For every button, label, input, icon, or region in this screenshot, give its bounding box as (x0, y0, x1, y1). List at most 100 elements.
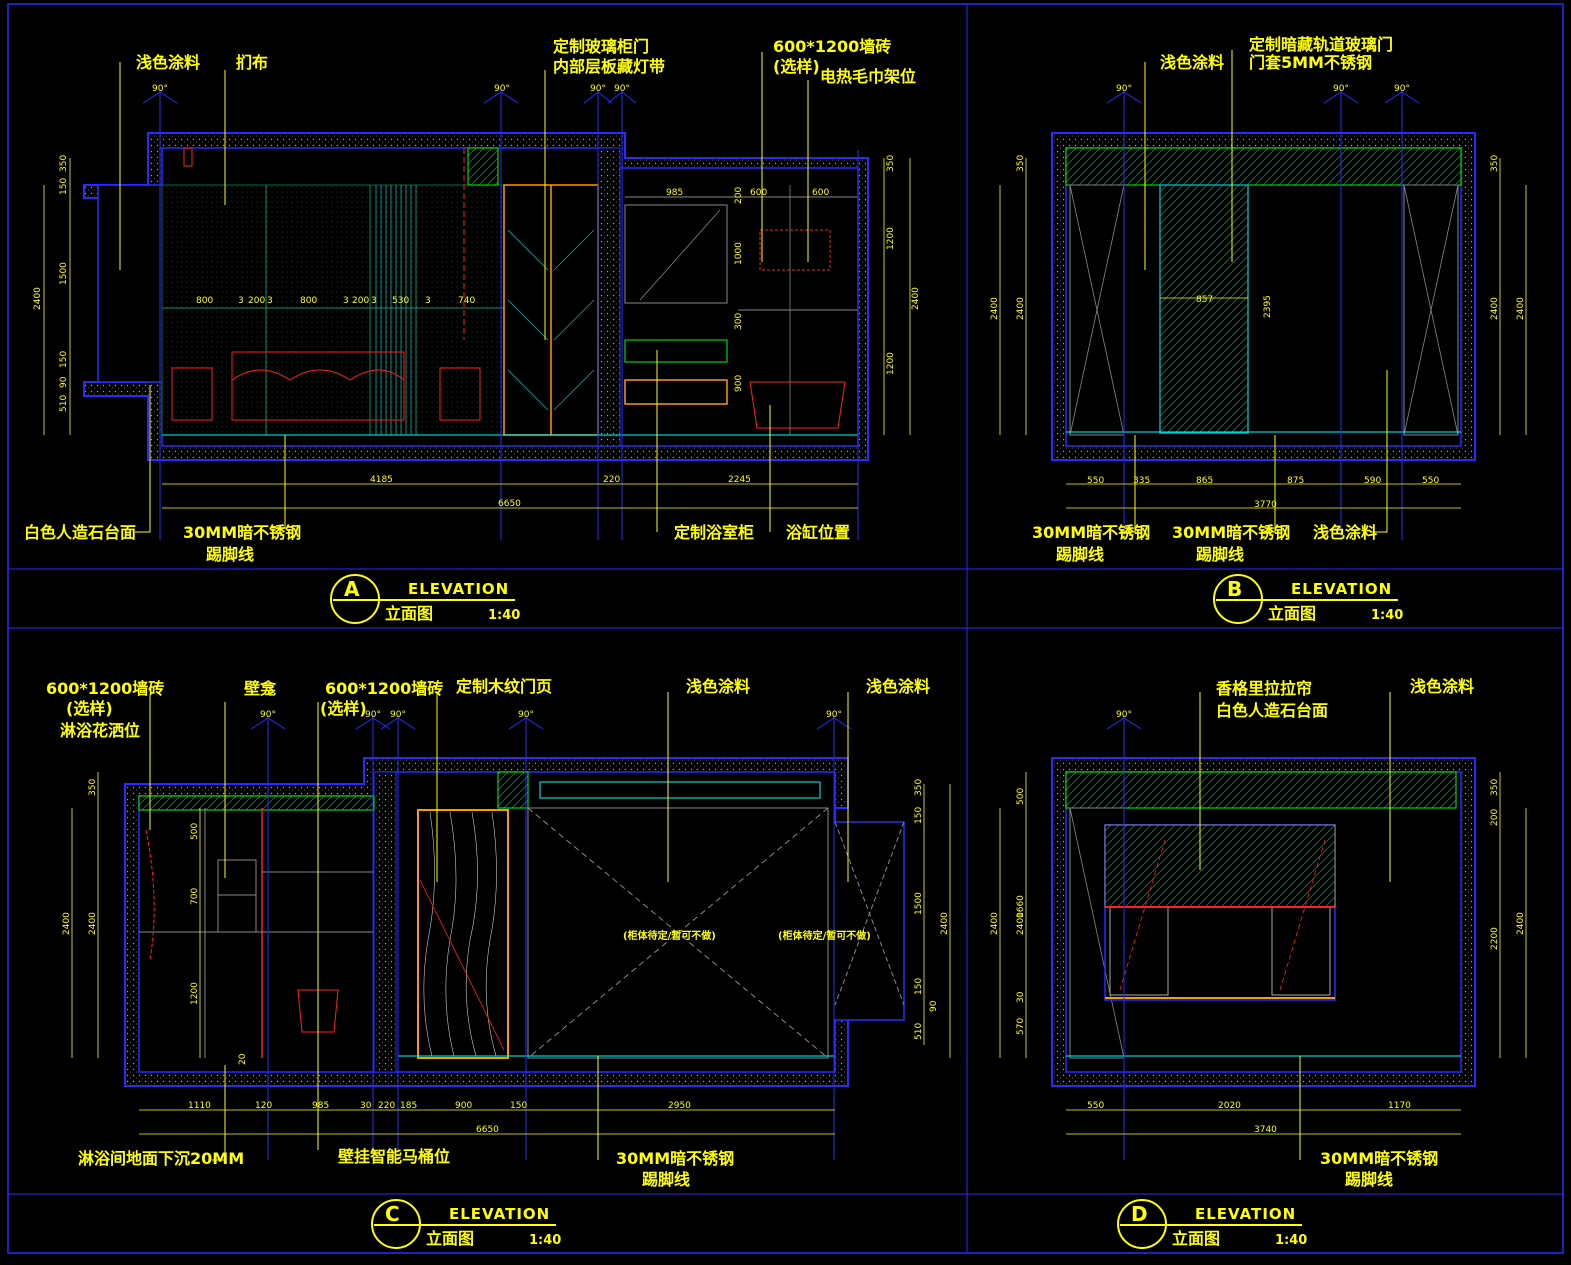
label-skirting-b1: 30MM暗不锈钢 (1032, 523, 1150, 542)
dim-200b: 200 (352, 296, 369, 306)
view-angle-c3: 90° (390, 710, 406, 720)
dim-c-s4: 30 (360, 1101, 372, 1111)
label-skirting-c: 30MM暗不锈钢 (616, 1149, 734, 1168)
label-tile-select-c2: (选样) (320, 699, 367, 718)
dim-1500-a: 1500 (59, 262, 69, 285)
label-bathtub: 浴缸位置 (786, 523, 850, 542)
dim-b-s2: 335 (1133, 476, 1150, 486)
woodgrain-door (417, 809, 509, 1059)
dim-800b: 800 (300, 296, 317, 306)
side-panel-right-b (1403, 184, 1459, 436)
title-letter-d: D (1131, 1202, 1148, 1226)
dim-c-s9: 2950 (668, 1101, 691, 1111)
label-tile-c2: 600*1200墙砖 (325, 679, 443, 698)
dim-150b-a: 150 (59, 351, 69, 368)
label-shower-floor: 淋浴间地面下沉20MM (78, 1149, 244, 1168)
dim-r2400-c: 2400 (940, 912, 950, 935)
label-skirting-line-b1: 踢脚线 (1056, 545, 1104, 564)
dim-350a-b: 350 (1016, 155, 1026, 172)
dim-r350-a: 350 (886, 155, 896, 172)
wall-hung-toilet (297, 989, 339, 1033)
label-glass-door: 定制玻璃柜门 (552, 37, 649, 56)
dim-200-m: 200 (734, 187, 744, 204)
column-c (373, 771, 397, 1073)
label-stone-a: 白色人造石台面 (24, 523, 136, 542)
dim-350-a: 350 (59, 155, 69, 172)
dim-3740: 3740 (1254, 1125, 1277, 1135)
dim-600b: 600 (812, 188, 829, 198)
view-angle-a1: 90° (152, 84, 168, 94)
dim-c-s6: 185 (400, 1101, 417, 1111)
bathtub-shape (749, 381, 846, 429)
label-stone-d: 白色人造石台面 (1216, 701, 1328, 720)
dim-90-a: 90 (59, 376, 69, 388)
title-sub-c: 立面图 (426, 1229, 474, 1248)
dim-2245: 2245 (728, 475, 751, 485)
label-curtain: 香格里拉拉帘 (1215, 679, 1312, 698)
dim-2400d-b: 2400 (1516, 297, 1526, 320)
title-sub-b: 立面图 (1268, 604, 1316, 623)
label-woodgrain-door: 定制木纹门页 (455, 677, 552, 696)
dim-800a: 800 (196, 296, 213, 306)
dim-3b: 3 (267, 296, 273, 306)
dim-r510-c: 510 (914, 1023, 924, 1040)
label-tile-c1: 600*1200墙砖 (46, 679, 164, 698)
label-skirting-line-b2: 踢脚线 (1196, 545, 1244, 564)
view-angle-b2: 90° (1333, 84, 1349, 94)
dim-b-s3: 865 (1196, 476, 1213, 486)
shower-head (145, 829, 155, 961)
title-scale-c: 1:40 (529, 1233, 561, 1248)
dim-200a: 200 (248, 296, 265, 306)
label-hidden-track-door: 定制暗藏轨道玻璃门 (1248, 35, 1393, 54)
label-fabric: 扪布 (236, 53, 268, 72)
dim-b-s5: 590 (1364, 476, 1381, 486)
view-angle-b1: 90° (1116, 84, 1132, 94)
dim-r350-c: 350 (914, 779, 924, 796)
linear-vent (539, 781, 821, 799)
label-paint-b2: 浅色涂料 (1313, 523, 1377, 542)
view-angle-a4: 90° (614, 84, 630, 94)
title-elevation-d: ELEVATION (1195, 1205, 1296, 1223)
dim-30-d: 30 (1016, 991, 1026, 1003)
title-elevation-b: ELEVATION (1291, 580, 1392, 598)
dim-20-c: 20 (238, 1053, 248, 1065)
dim-b-s4: 875 (1287, 476, 1304, 486)
view-angle-a3: 90° (590, 84, 606, 94)
label-bath-cabinet: 定制浴室柜 (673, 523, 754, 542)
view-angle-a2: 90° (494, 84, 510, 94)
label-tile-a: 600*1200墙砖 (773, 37, 891, 56)
dim-1660-d: 1660 (1016, 895, 1026, 918)
dim-b-s6: 550 (1422, 476, 1439, 486)
dim-857: 857 (1196, 295, 1213, 305)
dim-c-s5: 220 (378, 1101, 395, 1111)
dim-r1500-c: 1500 (914, 892, 924, 915)
towel-rack (759, 229, 831, 271)
dim-3a: 3 (238, 296, 244, 306)
title-scale-a: 1:40 (488, 608, 520, 623)
roller-blind (1104, 824, 1336, 908)
title-sub-a: 立面图 (385, 604, 433, 623)
dim-600a: 600 (750, 188, 767, 198)
label-paint-b: 浅色涂料 (1160, 53, 1224, 72)
dim-d-s1: 550 (1087, 1101, 1104, 1111)
dim-985-a: 985 (666, 188, 683, 198)
dim-r150a-c: 150 (914, 807, 924, 824)
label-toilet: 壁挂智能马桶位 (338, 1147, 450, 1166)
elevation-c: 90° 90° 90° 90° 90° 2400 2400 350 500 70… (46, 677, 951, 1249)
dim-700-c: 700 (190, 888, 200, 905)
label-paint-c2: 浅色涂料 (866, 677, 930, 696)
dim-4185: 4185 (370, 475, 393, 485)
dim-r1200a-a: 1200 (886, 227, 896, 250)
label-paint-d: 浅色涂料 (1410, 677, 1474, 696)
fabric-wall-panel (161, 184, 505, 436)
dim-350b-b: 350 (1490, 155, 1500, 172)
dim-900-a: 900 (734, 375, 744, 392)
note-cabinet-2: (柜体待定/暂可不做) (778, 929, 871, 942)
dim-c-s2: 120 (255, 1101, 272, 1111)
dim-r350-d: 350 (1490, 779, 1500, 796)
view-angle-b3: 90° (1394, 84, 1410, 94)
dim-6650-a: 6650 (498, 499, 521, 509)
dim-530: 530 (392, 296, 409, 306)
dim-r2200-d: 2200 (1490, 927, 1500, 950)
